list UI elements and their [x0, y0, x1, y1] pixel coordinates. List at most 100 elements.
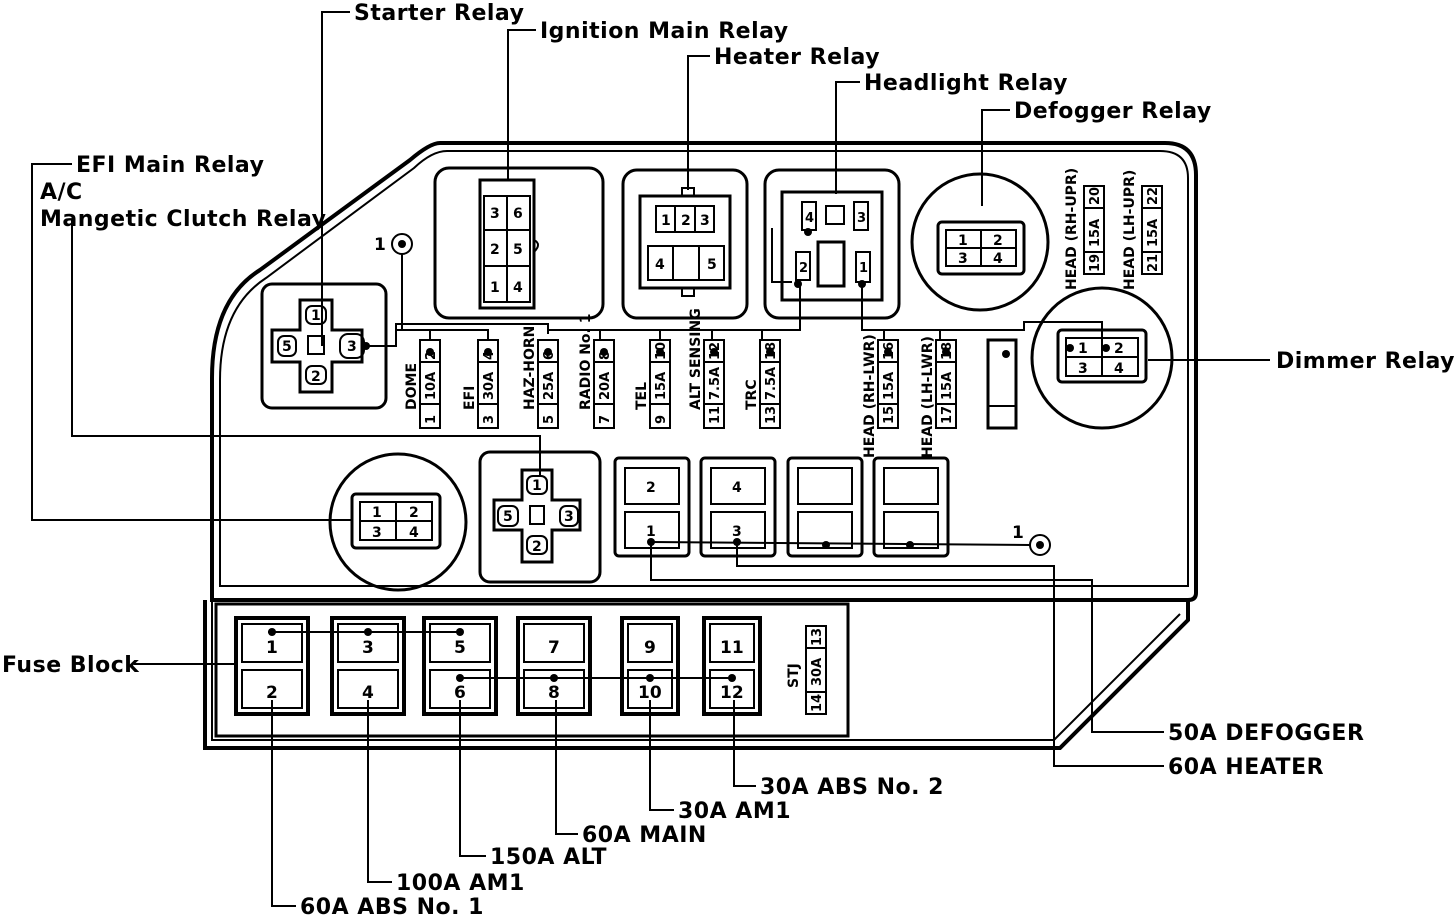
fuse-block-frame: [214, 602, 850, 738]
callout-dimmer-relay: Dimmer Relay: [1276, 349, 1455, 374]
upper-fuse-rh-name: HEAD (RH-UPR): [1064, 168, 1080, 290]
defogger-pin-1: 1: [958, 233, 968, 249]
fuse-name: RADIO No. 1: [578, 314, 594, 411]
callout-heater-relay: Heater Relay: [714, 45, 880, 70]
ac-pin-3: 3: [564, 509, 574, 525]
upper-fuse-lh-rating: 15A: [1146, 219, 1161, 247]
defogger-relay: 1 2 3 4: [910, 172, 1050, 312]
fuse-name: HEAD (LH-LWR): [920, 336, 936, 458]
fuse-name: TRC: [744, 379, 760, 410]
callout-efi-main-relay: EFI Main Relay: [76, 153, 264, 178]
mid-socket-b-bottom: 3: [732, 524, 742, 540]
callout-defogger-relay: Defogger Relay: [1014, 99, 1212, 124]
ignition-pin-4: 4: [513, 280, 523, 296]
fusible-link-9-10: 910: [620, 616, 680, 716]
ground-terminal-upper: 1: [374, 233, 413, 255]
callout-60a-heater: 60A HEATER: [1168, 755, 1324, 780]
fuse-terminal-top: 4: [482, 351, 497, 360]
fuse-terminal-top: 8: [598, 351, 613, 360]
efi-pin-1: 1: [372, 505, 382, 521]
defogger-pin-3: 3: [958, 251, 968, 267]
ac-pin-5: 5: [503, 509, 513, 525]
stj-name: STJ: [786, 663, 802, 688]
bus-wire-head: [861, 284, 1103, 340]
defogger-pin-2: 2: [993, 233, 1003, 249]
fuse-rating: 25A: [542, 372, 557, 400]
fuse-terminal-top: 16: [882, 342, 897, 360]
fuse-terminal-top: 10: [654, 342, 669, 360]
headlight-pin-3: 3: [857, 211, 866, 226]
efi-pin-4: 4: [409, 525, 419, 541]
upper-head-fuse-rh: 19 15A 20 HEAD (RH-UPR): [1064, 168, 1105, 290]
mid-socket-spare-2: [872, 456, 950, 558]
fusible-link-top-number: 7: [548, 638, 560, 658]
fuse-terminal-bottom: 17: [940, 406, 955, 424]
fuse-terminal-top: 2: [424, 351, 439, 360]
callout-30a-abs2: 30A ABS No. 2: [760, 775, 944, 800]
ground-label-upper: 1: [374, 235, 386, 255]
ignition-pin-2: 2: [490, 242, 500, 258]
fuse-terminal-bottom: 1: [424, 415, 439, 424]
mid-socket-heater: 4 3: [699, 456, 777, 558]
ignition-pin-1: 1: [490, 280, 500, 296]
fuse-terminal-bottom: 3: [482, 415, 497, 424]
heater-pin-4: 4: [655, 257, 665, 273]
fuse-name: ALT SENSING: [688, 308, 704, 410]
fuse-name: EFI: [462, 386, 478, 410]
callout-starter-relay: Starter Relay: [354, 1, 524, 26]
efi-pin-3: 3: [372, 525, 382, 541]
dimmer-pin-1: 1: [1078, 341, 1088, 357]
fusible-link-bottom-number: 2: [266, 683, 278, 703]
starter-pin-5: 5: [282, 339, 292, 355]
fuse-name: TEL: [634, 382, 650, 410]
mid-socket-spare-1: [786, 456, 864, 558]
starter-pin-2: 2: [311, 369, 321, 385]
fuse-rating: 7.5A: [764, 367, 779, 400]
mid-socket-a-top: 2: [646, 480, 656, 496]
heater-pin-2: 2: [681, 213, 691, 229]
stj-bottom: 14: [810, 694, 825, 712]
headlight-pin-2: 2: [799, 261, 808, 276]
callout-50a-defogger: 50A DEFOGGER: [1168, 721, 1364, 746]
fuse-terminal-bottom: 15: [882, 406, 897, 424]
callout-ignition-main-relay: Ignition Main Relay: [540, 19, 789, 44]
fusible-link-top-number: 1: [266, 638, 278, 658]
upper-fuse-lh-name: HEAD (LH-UPR): [1122, 170, 1138, 290]
stj-top: 13: [810, 628, 825, 646]
ignition-main-relay: 3 6 2 5 1 4: [433, 166, 605, 320]
callout-100a-am1: 100A AM1: [396, 871, 525, 896]
callout-fuse-block: Fuse Block: [2, 653, 140, 678]
mid-socket-a-bottom: 1: [646, 524, 656, 540]
callout-30a-am1: 30A AM1: [678, 799, 791, 824]
dimmer-pin-4: 4: [1114, 361, 1124, 377]
callout-headlight-relay: Headlight Relay: [864, 71, 1068, 96]
fusible-link-bottom-number: 10: [638, 683, 662, 703]
fuse-terminal-top: 12: [708, 342, 723, 360]
callout-60a-abs1: 60A ABS No. 1: [300, 895, 484, 916]
dimmer-pin-3: 3: [1078, 361, 1088, 377]
spare-fuse-slot: [986, 338, 1018, 430]
fuse-rating: 15A: [882, 372, 897, 400]
heater-relay: 1 2 3 4 5: [621, 168, 749, 320]
fuse-terminal-bottom: 9: [654, 415, 669, 424]
fusible-link-bottom-number: 8: [548, 683, 560, 703]
fuse-terminal-top: 18: [940, 342, 955, 360]
dimmer-pin-2: 2: [1114, 341, 1124, 357]
fuse-rating: 7.5A: [708, 367, 723, 400]
bus-wire-upper: [368, 254, 801, 347]
fusible-link-top-number: 3: [362, 638, 374, 658]
ac-pin-1: 1: [532, 478, 542, 494]
stj-fuse: 13 30A 14 STJ: [786, 625, 827, 715]
efi-pin-2: 2: [409, 505, 419, 521]
upper-fuse-lh-left: 21: [1146, 254, 1161, 272]
fuse-name: DOME: [404, 363, 420, 410]
fuse-rating: 30A: [482, 372, 497, 400]
fuse-terminal-bottom: 7: [598, 415, 613, 424]
